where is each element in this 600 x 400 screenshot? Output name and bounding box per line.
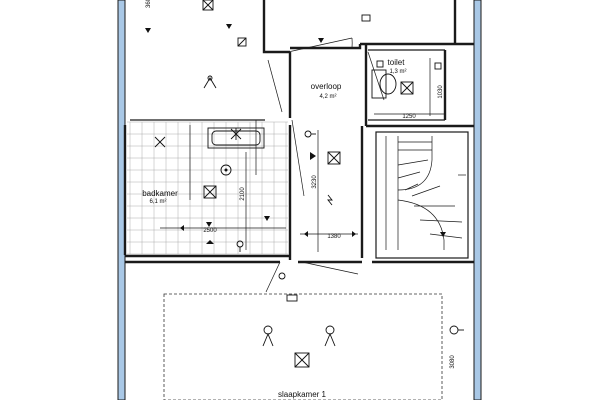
switch-icon	[286, 294, 298, 302]
toilet-label: toilet	[388, 58, 406, 67]
switch-icon	[434, 62, 442, 70]
switch-icon	[361, 14, 371, 22]
outlet-icon	[449, 325, 464, 335]
dim-badkamer-height: 2100	[240, 187, 246, 201]
interior-walls	[123, 0, 474, 264]
doors	[265, 37, 385, 293]
spotlight-icon	[262, 325, 274, 347]
dim-toilet-width: 1250	[402, 114, 416, 120]
dim-top-left: 360	[146, 0, 152, 8]
overloop-area: 4,2 m²	[319, 94, 336, 100]
spotlight-icon	[324, 325, 336, 347]
badkamer-area: 6,1 m²	[149, 199, 166, 205]
outlet-icon	[236, 240, 244, 252]
ceiling-light-icon	[400, 81, 414, 95]
bathroom-fixtures	[189, 69, 397, 200]
dim-overloop-height: 3230	[312, 175, 318, 189]
dimension-arrows	[180, 225, 356, 244]
electrical-symbols	[145, 0, 464, 368]
ceiling-light-icon	[202, 0, 214, 11]
toilet-area: 1,3 m²	[389, 69, 406, 75]
switch-icon	[237, 37, 247, 47]
outer-wall-right	[473, 0, 482, 400]
overloop-label: overloop	[311, 82, 342, 91]
staircase	[385, 136, 466, 250]
ceiling-light-icon	[230, 128, 242, 140]
dim-badkamer-width: 2500	[203, 228, 217, 234]
sensor-icon	[327, 194, 333, 206]
outlet-icon	[278, 272, 286, 280]
switch-icon	[376, 60, 384, 68]
arrow-icon	[145, 24, 446, 237]
ceiling-light-icon	[294, 352, 310, 368]
dim-slaapkamer-height: 3080	[450, 355, 456, 369]
badkamer-label: badkamer	[142, 189, 178, 198]
ceiling-light-icon	[327, 151, 341, 165]
outlet-icon	[304, 130, 316, 138]
dim-toilet-height: 1030	[438, 85, 444, 99]
ceiling-light-icon	[203, 185, 217, 199]
slaapkamer-label: slaapkamer 1	[278, 390, 327, 399]
dim-overloop-width: 1380	[327, 234, 341, 240]
slaapkamer-zone	[163, 293, 443, 400]
spotlight-icon	[203, 75, 217, 89]
ceiling-light-icon	[154, 136, 166, 148]
